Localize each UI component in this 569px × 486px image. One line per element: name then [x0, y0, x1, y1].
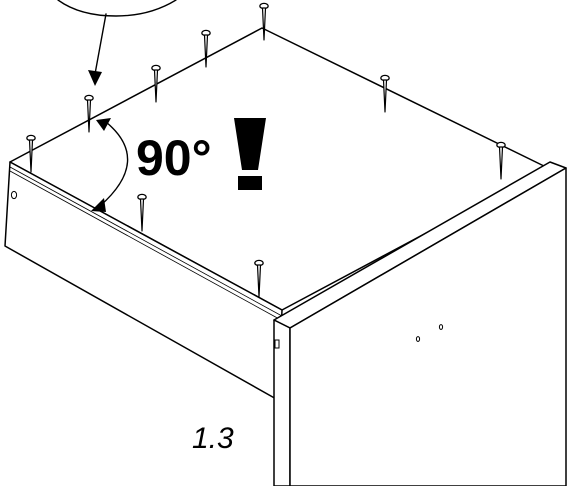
right-angle-arc: [91, 118, 129, 212]
detail-callout-circle: [57, 0, 177, 17]
warning-exclamation-icon: [234, 118, 266, 190]
screw-hole: [415, 336, 421, 342]
front-board: [273, 161, 567, 486]
step-number: 1.3: [192, 422, 234, 455]
angle-label: 90°: [136, 130, 212, 186]
screw-hole: [10, 190, 18, 200]
callout-arrow: [88, 13, 107, 86]
screw-hole: [438, 324, 444, 330]
